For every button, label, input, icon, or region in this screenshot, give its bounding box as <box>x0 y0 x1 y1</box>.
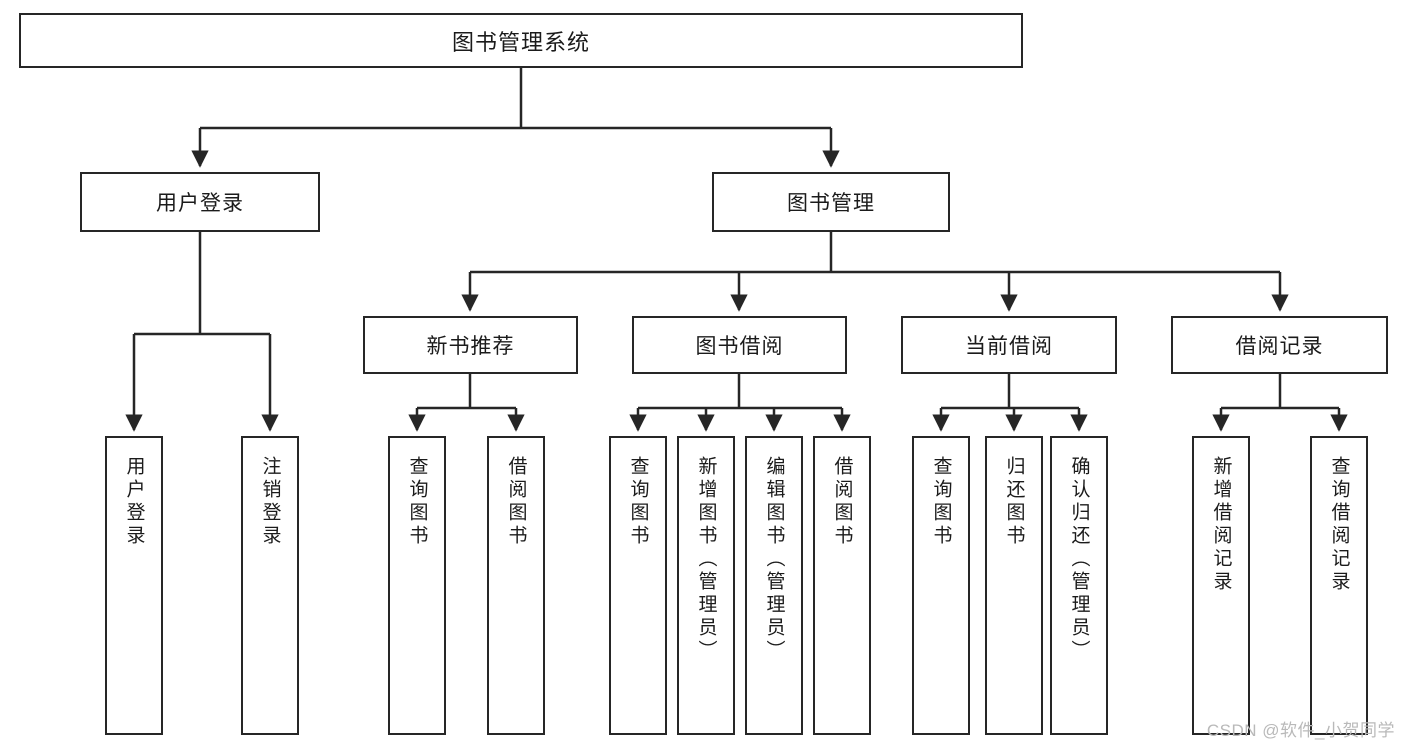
node-leaf-edit-book-admin[interactable]: 编辑图书（管理员） <box>745 436 803 735</box>
node-label: 编辑图书（管理员） <box>763 456 785 663</box>
node-leaf-add-book-admin[interactable]: 新增图书（管理员） <box>677 436 735 735</box>
node-label: 注销登录 <box>259 456 281 548</box>
node-label: 查询图书 <box>930 456 952 548</box>
node-leaf-query-book-current[interactable]: 查询图书 <box>912 436 970 735</box>
node-label: 查询借阅记录 <box>1328 456 1350 594</box>
node-label: 确认归还（管理员） <box>1068 456 1090 663</box>
node-leaf-borrow-book[interactable]: 借阅图书 <box>813 436 871 735</box>
node-label: 借阅图书 <box>505 456 527 548</box>
node-label: 用户登录 <box>123 456 145 548</box>
node-leaf-query-book-borrow[interactable]: 查询图书 <box>609 436 667 735</box>
node-label: 查询图书 <box>406 456 428 548</box>
node-leaf-query-book-newrec[interactable]: 查询图书 <box>388 436 446 735</box>
node-user-login[interactable]: 用户登录 <box>80 172 320 232</box>
node-borrow-record[interactable]: 借阅记录 <box>1171 316 1388 374</box>
node-label: 图书借阅 <box>695 335 784 358</box>
node-leaf-return-book[interactable]: 归还图书 <box>985 436 1043 735</box>
node-label: 当前借阅 <box>965 335 1053 358</box>
node-book-borrow[interactable]: 图书借阅 <box>632 316 847 374</box>
node-leaf-borrow-book-newrec[interactable]: 借阅图书 <box>487 436 545 735</box>
csdn-watermark: CSDN @软件_小贺同学 <box>1206 721 1395 740</box>
node-label: 图书管理 <box>787 192 875 215</box>
node-label: 归还图书 <box>1003 456 1025 548</box>
node-label: 新增图书（管理员） <box>695 456 717 663</box>
node-label: 借阅记录 <box>1235 335 1324 358</box>
node-leaf-user-login[interactable]: 用户登录 <box>105 436 163 735</box>
node-current-borrow[interactable]: 当前借阅 <box>901 316 1117 374</box>
node-book-management[interactable]: 图书管理 <box>712 172 950 232</box>
node-label: 查询图书 <box>627 456 649 548</box>
node-root-system[interactable]: 图书管理系统 <box>19 13 1023 68</box>
node-label: 借阅图书 <box>831 456 853 548</box>
node-new-book-recommend[interactable]: 新书推荐 <box>363 316 578 374</box>
node-label: 新书推荐 <box>426 335 515 358</box>
node-leaf-add-borrow-record[interactable]: 新增借阅记录 <box>1192 436 1250 735</box>
node-leaf-logout[interactable]: 注销登录 <box>241 436 299 735</box>
node-leaf-confirm-return-admin[interactable]: 确认归还（管理员） <box>1050 436 1108 735</box>
node-label: 图书管理系统 <box>451 29 590 55</box>
node-label: 用户登录 <box>156 192 244 215</box>
node-leaf-query-borrow-record[interactable]: 查询借阅记录 <box>1310 436 1368 735</box>
node-label: 新增借阅记录 <box>1210 456 1232 594</box>
